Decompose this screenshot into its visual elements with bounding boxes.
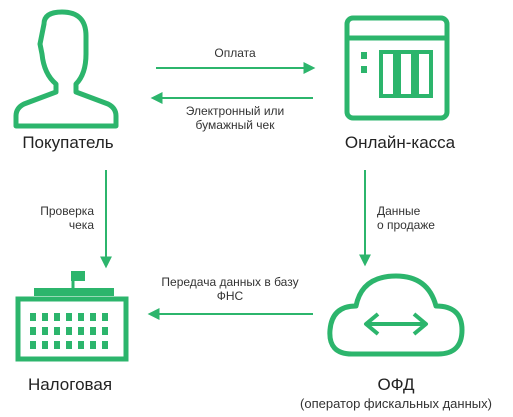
ofd-sublabel: (оператор фискальных данных) (300, 396, 492, 411)
check-label-line2: чека (68, 218, 94, 232)
tax-office-building-icon (15, 271, 129, 362)
sale-data-label-line1: Данные (377, 204, 421, 218)
sale-data-label-line2: о продаже (377, 218, 435, 232)
receipt-label-line2: бумажный чек (195, 118, 275, 132)
person-icon (13, 9, 119, 129)
cash-register-label: Онлайн-касса (344, 133, 456, 152)
fns-transfer-label-line1: Передача данных в базу (161, 275, 299, 289)
ofd-label: ОФД (377, 375, 415, 394)
fns-transfer-label-line2: ФНС (216, 289, 244, 303)
cloud-exchange-icon (327, 273, 465, 357)
payment-label: Оплата (214, 46, 256, 60)
check-label-line1: Проверка (40, 204, 94, 218)
receipt-label-line1: Электронный или (185, 104, 285, 118)
fns-transfer-label: Передача данных в базу ФНС (140, 275, 320, 303)
sale-data-label: Данные о продаже (377, 204, 487, 232)
receipt-label: Электронный или бумажный чек (160, 104, 310, 132)
buyer-label: Покупатель (22, 133, 114, 152)
cash-register-icon (344, 15, 450, 121)
tax-office-label: Налоговая (27, 375, 113, 394)
check-label: Проверка чека (10, 204, 94, 232)
